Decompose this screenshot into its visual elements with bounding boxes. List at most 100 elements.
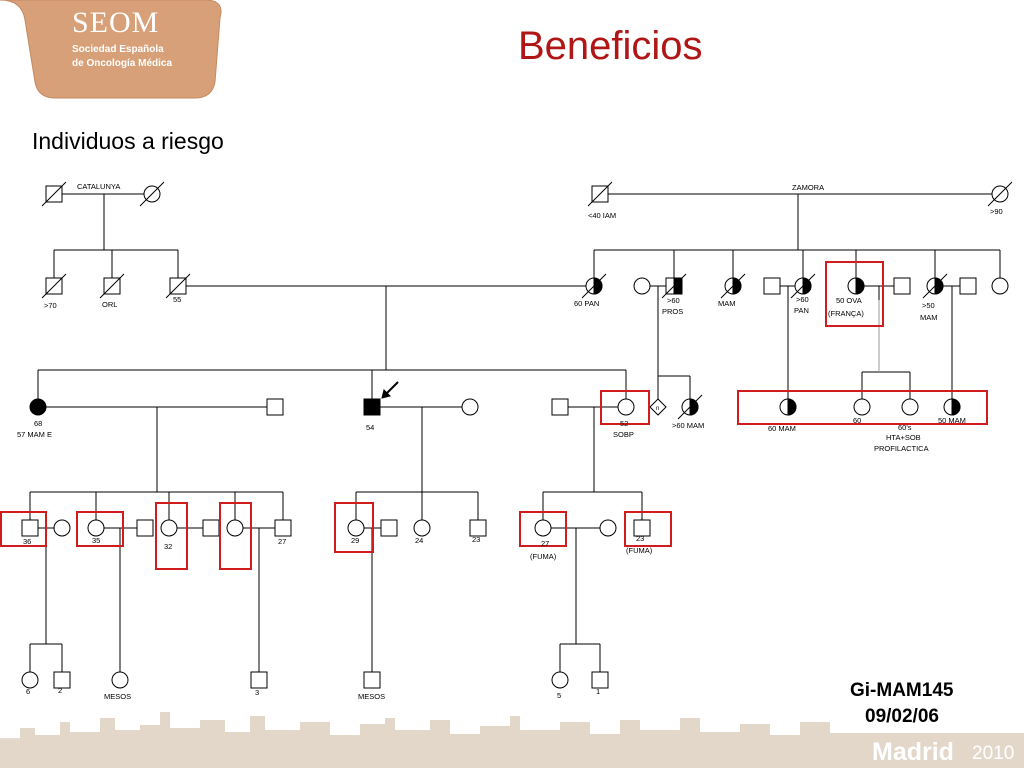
male-symbol — [136, 519, 154, 537]
pedigree-code: Gi-MAM145 — [850, 680, 954, 701]
label: >50 — [922, 301, 935, 310]
label: n — [656, 406, 659, 412]
label: 60's — [898, 423, 912, 432]
label: 27 — [278, 537, 286, 546]
female-symbol — [21, 671, 39, 689]
female-symbol — [53, 519, 71, 537]
label: 55 — [173, 295, 181, 304]
male-symbol — [202, 519, 220, 537]
label: MESOS — [358, 692, 385, 701]
male-symbol — [250, 671, 268, 689]
female-symbol — [599, 519, 617, 537]
male-symbol — [591, 671, 609, 689]
label: 5 — [557, 691, 561, 700]
risk-highlights — [0, 261, 988, 570]
male-symbol — [763, 277, 781, 295]
pedigree-date: 09/02/06 — [865, 706, 939, 727]
highlight-box — [219, 502, 252, 570]
label: (FRANÇA) — [828, 309, 864, 318]
female-symbol — [111, 671, 129, 689]
label: 54 — [366, 423, 374, 432]
family-label-catalunya: CATALUNYA — [77, 182, 120, 191]
male-symbol — [21, 519, 39, 537]
label: 60 PAN — [574, 299, 599, 308]
label: 2 — [58, 686, 62, 695]
label: 50 MAM — [938, 416, 966, 425]
highlight-box — [155, 502, 188, 570]
label: >60 MAM — [672, 421, 704, 430]
label: ORL — [102, 300, 117, 309]
label: HTA+SOB — [886, 433, 921, 442]
label: 57 MAM E — [17, 430, 52, 439]
label: MAM — [718, 299, 736, 308]
male-symbol — [363, 671, 381, 689]
label: <40 IAM — [588, 211, 616, 220]
highlight-box — [519, 511, 567, 547]
label: 35 — [92, 536, 100, 545]
female-symbol — [461, 398, 479, 416]
proband-arrow — [381, 381, 399, 399]
male-symbol — [380, 519, 398, 537]
female-symbol — [551, 671, 569, 689]
pedigree-labels: CATALUNYA ZAMORA <40 IAM >90 >70 ORL 55 … — [17, 182, 1003, 701]
male-symbol — [266, 398, 284, 416]
label: 24 — [415, 536, 423, 545]
highlight-box — [825, 261, 884, 327]
label: MAM — [920, 313, 938, 322]
female-symbol — [991, 277, 1009, 295]
female-symbol — [853, 398, 871, 416]
female-symbol — [347, 519, 365, 537]
label: >60 — [796, 295, 809, 304]
male-symbol — [893, 277, 911, 295]
highlight-box — [334, 502, 374, 553]
proband-symbol — [363, 398, 381, 416]
label: 29 — [351, 536, 359, 545]
logo-line-2: de Oncología Médica — [72, 58, 173, 69]
label: >90 — [990, 207, 1003, 216]
female-symbol — [617, 398, 635, 416]
female-symbol — [413, 519, 431, 537]
female-symbol — [160, 519, 178, 537]
footer-city: Madrid — [872, 738, 954, 766]
label: (FUMA) — [626, 546, 653, 555]
female-symbol — [226, 519, 244, 537]
label: 1 — [596, 687, 600, 696]
label: 36 — [23, 537, 31, 546]
female-affected-symbol — [29, 398, 47, 416]
label: PROS — [662, 307, 683, 316]
label: >70 — [44, 301, 57, 310]
seom-logo — [0, 0, 222, 99]
label: 23 — [636, 534, 644, 543]
label: PROFILACTICA — [874, 444, 929, 453]
skyline-decoration — [0, 712, 1024, 768]
logo-line-1: Sociedad Española — [72, 44, 164, 55]
pedigree-lines — [29, 193, 1001, 672]
label: 6 — [26, 687, 30, 696]
slide-subtitle: Individuos a riesgo — [32, 128, 224, 154]
label: 68 — [34, 419, 42, 428]
label: 60 — [853, 416, 861, 425]
label: PAN — [794, 306, 809, 315]
male-symbol — [469, 519, 487, 537]
label: 27 — [541, 539, 549, 548]
family-label-zamora: ZAMORA — [792, 183, 824, 192]
female-symbol — [87, 519, 105, 537]
footer-year: 2010 — [972, 743, 1015, 764]
label: 52 — [620, 419, 628, 428]
label: SOBP — [613, 430, 634, 439]
female-symbol — [901, 398, 919, 416]
slide-title: Beneficios — [518, 24, 703, 68]
highlight-box — [76, 511, 124, 547]
label: 23 — [472, 535, 480, 544]
label: 50 OVA — [836, 296, 862, 305]
highlight-box — [624, 511, 672, 547]
label: 3 — [255, 688, 259, 697]
male-symbol — [633, 519, 651, 537]
pedigree-symbols — [21, 181, 1013, 689]
highlight-box — [600, 390, 650, 425]
male-symbol — [274, 519, 292, 537]
label: 60 MAM — [768, 424, 796, 433]
female-symbol — [534, 519, 552, 537]
male-symbol — [53, 671, 71, 689]
male-symbol — [959, 277, 977, 295]
